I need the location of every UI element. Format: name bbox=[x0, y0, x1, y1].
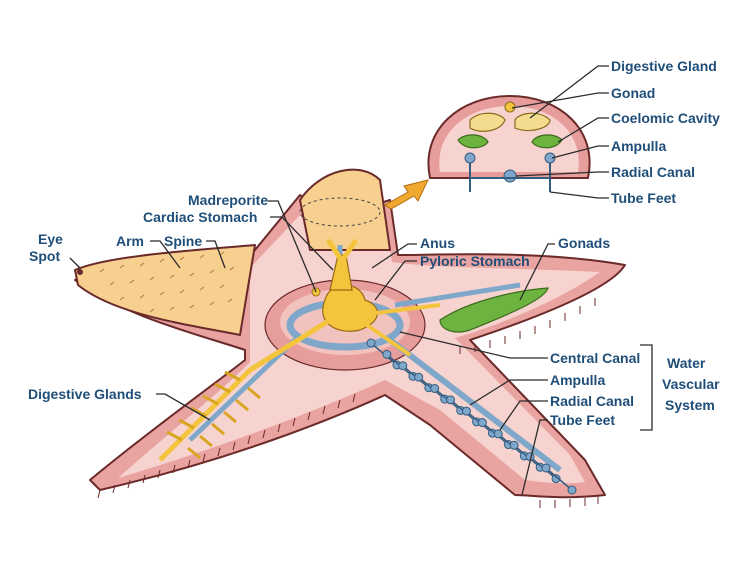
right-digestive-branches bbox=[358, 303, 441, 357]
inset-label-ampulla: Ampulla bbox=[611, 138, 666, 154]
system-label-water: Water bbox=[667, 355, 706, 371]
label-spine: Spine bbox=[164, 233, 202, 249]
left-arm-texture bbox=[99, 251, 235, 313]
ampulla-bulb bbox=[541, 463, 551, 473]
tube-foot-bulb bbox=[551, 474, 561, 484]
ampulla-bulb bbox=[382, 349, 392, 359]
water-vascular-system-label: Water Vascular System bbox=[662, 355, 720, 413]
inset-label-digestive-gland: Digestive Gland bbox=[611, 58, 717, 74]
top-arm bbox=[299, 168, 391, 251]
system-label-system: System bbox=[665, 397, 715, 413]
inset-label-gonad: Gonad bbox=[611, 85, 655, 101]
top-arm-surface bbox=[299, 168, 391, 251]
top-digestive-branch bbox=[325, 238, 359, 260]
label-ampulla: Ampulla bbox=[550, 372, 605, 388]
ampulla-bulb bbox=[398, 361, 408, 371]
system-bracket bbox=[640, 344, 653, 431]
inset-label-tube-feet: Tube Feet bbox=[611, 190, 676, 206]
inset-label-group: Digestive Gland Gonad Coelomic Cavity Am… bbox=[611, 58, 720, 206]
leader-lines bbox=[69, 65, 653, 496]
cross-section-inset bbox=[427, 95, 591, 192]
digestive-glands-lobes bbox=[166, 370, 261, 460]
inset-radial-canal bbox=[503, 169, 517, 183]
digestive-organs bbox=[158, 238, 441, 462]
system-label-vascular: Vascular bbox=[662, 376, 720, 392]
inset-gonad bbox=[504, 101, 516, 113]
ampulla-bulb bbox=[414, 372, 424, 382]
inset-tube-feet bbox=[469, 163, 551, 192]
label-radial-canal: Radial Canal bbox=[550, 393, 634, 409]
ampulla-bulb bbox=[366, 338, 376, 348]
label-gonads: Gonads bbox=[558, 235, 610, 251]
label-anus: Anus bbox=[420, 235, 455, 251]
label-pyloric-stomach: Pyloric Stomach bbox=[420, 253, 530, 269]
radial-canal-lower-right bbox=[388, 337, 562, 473]
zoom-arrow bbox=[384, 179, 429, 210]
label-madreporite: Madreporite bbox=[188, 192, 268, 208]
inset-digestive-gland-right bbox=[514, 112, 551, 132]
inset-digestive-gland-left bbox=[469, 112, 506, 132]
eye-spot-marker bbox=[77, 269, 83, 275]
label-spot: Spot bbox=[29, 248, 60, 264]
label-arm: Arm bbox=[116, 233, 144, 249]
ampulla-bulb bbox=[446, 395, 456, 405]
inset-label-radial-canal: Radial Canal bbox=[611, 164, 695, 180]
ampulla-bulb bbox=[461, 406, 471, 416]
tube-foot-bulb bbox=[567, 485, 577, 495]
label-central-canal: Central Canal bbox=[550, 350, 640, 366]
arm-edge-spines bbox=[97, 298, 599, 508]
ampulla-bulb bbox=[430, 383, 440, 393]
left-digestive-branch bbox=[158, 317, 332, 462]
left-arm-skin bbox=[74, 244, 256, 336]
label-tube-feet: Tube Feet bbox=[550, 412, 615, 428]
radial-canal-right bbox=[394, 282, 521, 308]
madreporite-ring bbox=[299, 197, 381, 227]
inset-ampulla-left bbox=[464, 152, 476, 164]
tube-feet-row bbox=[366, 338, 577, 495]
ampulla-bulb bbox=[477, 418, 487, 428]
inset-coelomic-left bbox=[457, 134, 489, 149]
inset-label-coelomic-cavity: Coelomic Cavity bbox=[611, 110, 720, 126]
main-labels: Eye Spot Arm Spine Madreporite Cardiac S… bbox=[28, 192, 640, 428]
label-digestive-glands: Digestive Glands bbox=[28, 386, 142, 402]
ampulla-bulb bbox=[509, 440, 519, 450]
label-eye: Eye bbox=[38, 231, 63, 247]
label-cardiac-stomach: Cardiac Stomach bbox=[143, 209, 257, 225]
ampulla-bulb bbox=[493, 429, 503, 439]
